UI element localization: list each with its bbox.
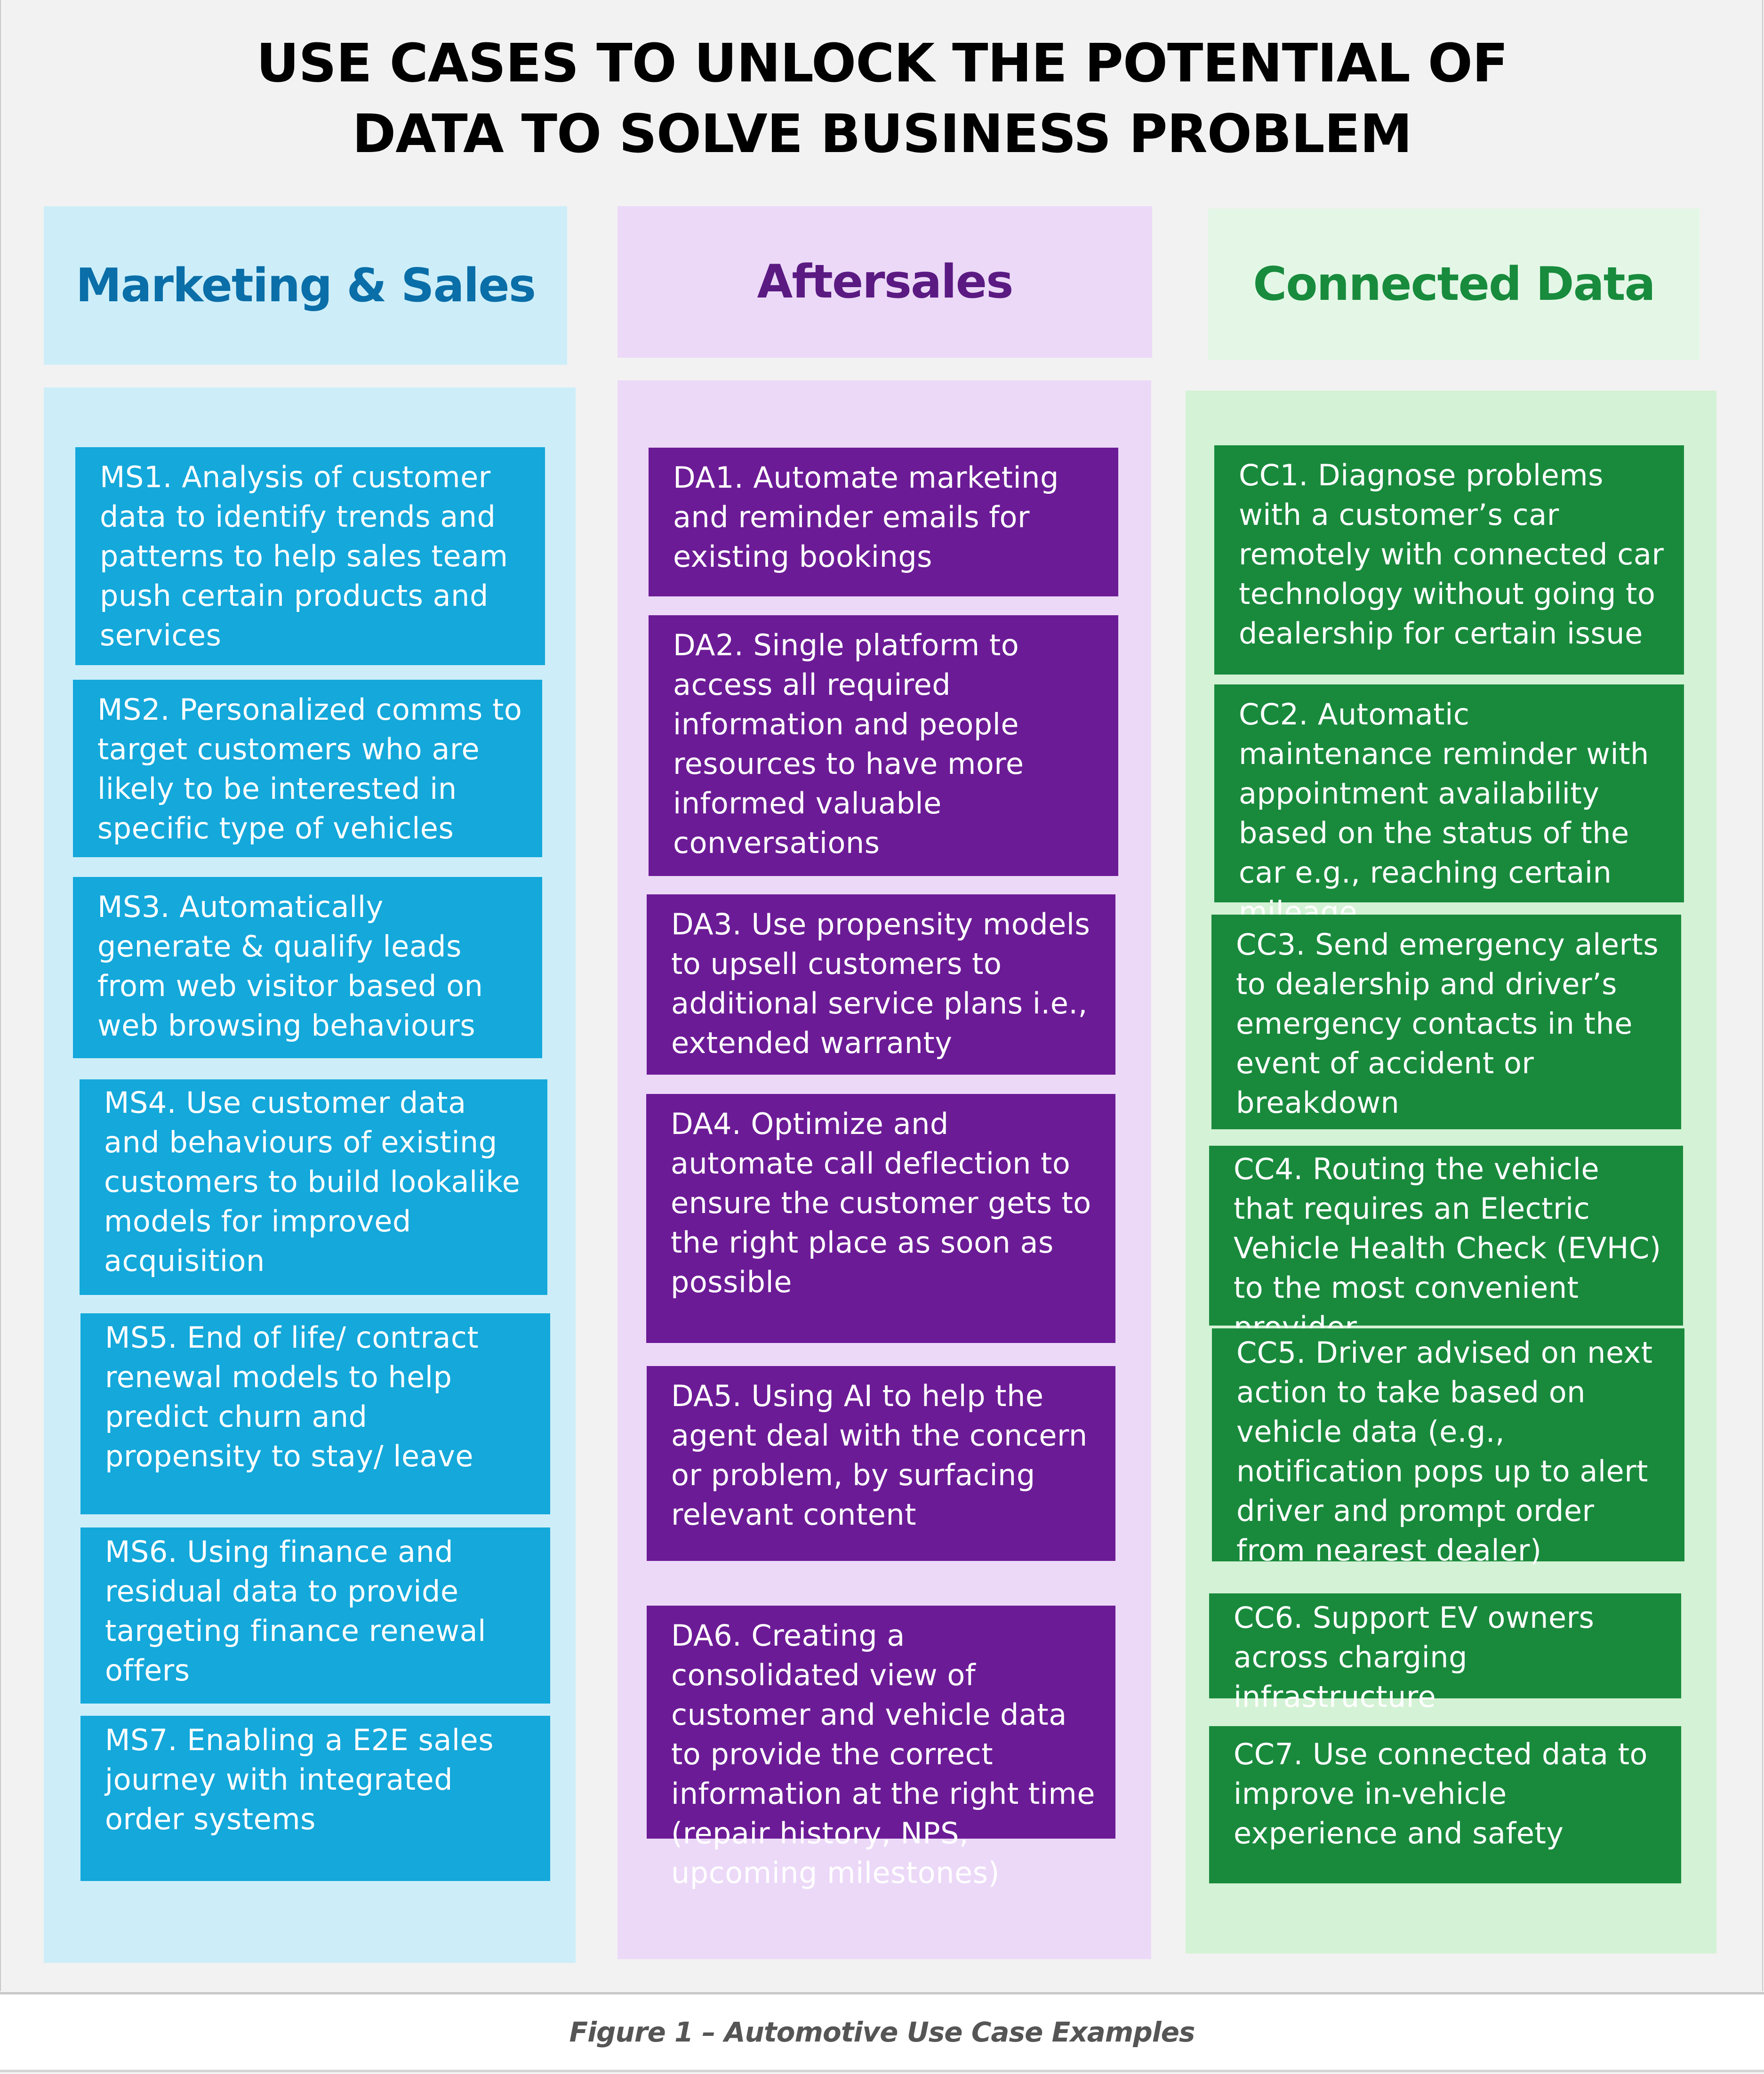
- use-case-card-da6: DA6. Creating a consolidated view of cus…: [647, 1606, 1115, 1890]
- figure-caption-text: Figure 1 – Automotive Use Case Examples: [569, 2016, 1195, 2048]
- use-case-card-ms3: MS3. Automatically generate & qualify le…: [73, 877, 542, 1058]
- use-case-card-cc5: CC5. Driver advised on next action to ta…: [1212, 1328, 1684, 1568]
- use-case-text: DA6. Creating a consolidated view of cus…: [671, 1618, 1095, 1890]
- title-line-2: DATA TO SOLVE BUSINESS PROBLEM: [352, 104, 1412, 165]
- use-case-card-ms4: MS4. Use customer data and behaviours of…: [80, 1079, 547, 1295]
- use-case-card-da5: DA5. Using AI to help the agent deal wit…: [647, 1366, 1115, 1561]
- use-case-text: CC5. Driver advised on next action to ta…: [1236, 1335, 1653, 1568]
- column-header-aftersales-label: Aftersales: [757, 255, 1014, 309]
- use-case-text: MS6. Using finance and residual data to …: [105, 1535, 486, 1688]
- use-case-card-ms2: MS2. Personalized comms to target custom…: [73, 680, 542, 857]
- use-case-text: MS2. Personalized comms to target custom…: [97, 692, 522, 845]
- use-case-text: DA5. Using AI to help the agent deal wit…: [671, 1379, 1088, 1532]
- use-case-text: MS4. Use customer data and behaviours of…: [104, 1085, 521, 1278]
- use-case-text: CC7. Use connected data to improve in-ve…: [1234, 1737, 1648, 1850]
- column-header-connected-label: Connected Data: [1253, 257, 1655, 311]
- page-title: USE CASES TO UNLOCK THE POTENTIAL OF DAT…: [0, 28, 1764, 169]
- use-case-text: MS3. Automatically generate & qualify le…: [97, 890, 483, 1043]
- use-case-text: CC1. Diagnose problems with a customer’s…: [1239, 458, 1664, 651]
- use-case-card-ms1: MS1. Analysis of customer data to identi…: [75, 447, 545, 665]
- use-case-card-cc6: CC6. Support EV owners across charging i…: [1209, 1593, 1681, 1714]
- use-case-text: MS5. End of life/ contract renewal model…: [105, 1320, 479, 1473]
- use-case-card-cc3: CC3. Send emergency alerts to dealership…: [1211, 915, 1681, 1129]
- use-case-card-cc2: CC2. Automatic maintenance reminder with…: [1214, 684, 1684, 929]
- use-case-card-da1: DA1. Automate marketing and reminder ema…: [649, 448, 1118, 596]
- column-header-connected: Connected Data: [1208, 209, 1700, 360]
- use-case-card-da4: DA4. Optimize and automate call deflecti…: [646, 1094, 1115, 1343]
- use-case-text: DA2. Single platform to access all requi…: [673, 628, 1024, 860]
- use-case-card-da2: DA2. Single platform to access all requi…: [649, 615, 1118, 876]
- use-case-card-ms5: MS5. End of life/ contract renewal model…: [80, 1313, 550, 1514]
- use-case-card-cc4: CC4. Routing the vehicle that requires a…: [1209, 1146, 1683, 1344]
- use-case-card-ms7: MS7. Enabling a E2E sales journey with i…: [80, 1716, 550, 1881]
- use-case-card-da3: DA3. Use propensity models to upsell cus…: [647, 894, 1115, 1075]
- use-case-card-ms6: MS6. Using finance and residual data to …: [80, 1527, 550, 1704]
- use-case-text: CC2. Automatic maintenance reminder with…: [1239, 697, 1649, 929]
- use-case-text: CC6. Support EV owners across charging i…: [1234, 1600, 1595, 1714]
- figure-caption: Figure 1 – Automotive Use Case Examples: [0, 1992, 1764, 2072]
- column-header-aftersales: Aftersales: [617, 206, 1152, 358]
- use-case-text: MS1. Analysis of customer data to identi…: [100, 460, 508, 652]
- use-case-text: DA1. Automate marketing and reminder ema…: [673, 460, 1059, 574]
- use-case-text: CC3. Send emergency alerts to dealership…: [1236, 927, 1659, 1120]
- use-case-text: CC4. Routing the vehicle that requires a…: [1234, 1152, 1661, 1344]
- column-header-marketing: Marketing & Sales: [44, 206, 567, 365]
- title-line-1: USE CASES TO UNLOCK THE POTENTIAL OF: [256, 33, 1508, 94]
- use-case-card-cc1: CC1. Diagnose problems with a customer’s…: [1214, 445, 1684, 675]
- use-case-text: MS7. Enabling a E2E sales journey with i…: [105, 1723, 494, 1836]
- column-header-marketing-label: Marketing & Sales: [75, 258, 536, 313]
- use-case-text: DA3. Use propensity models to upsell cus…: [671, 907, 1090, 1060]
- use-case-text: DA4. Optimize and automate call deflecti…: [671, 1107, 1091, 1299]
- figure-frame: [0, 0, 1763, 1991]
- use-case-card-cc7: CC7. Use connected data to improve in-ve…: [1209, 1726, 1681, 1883]
